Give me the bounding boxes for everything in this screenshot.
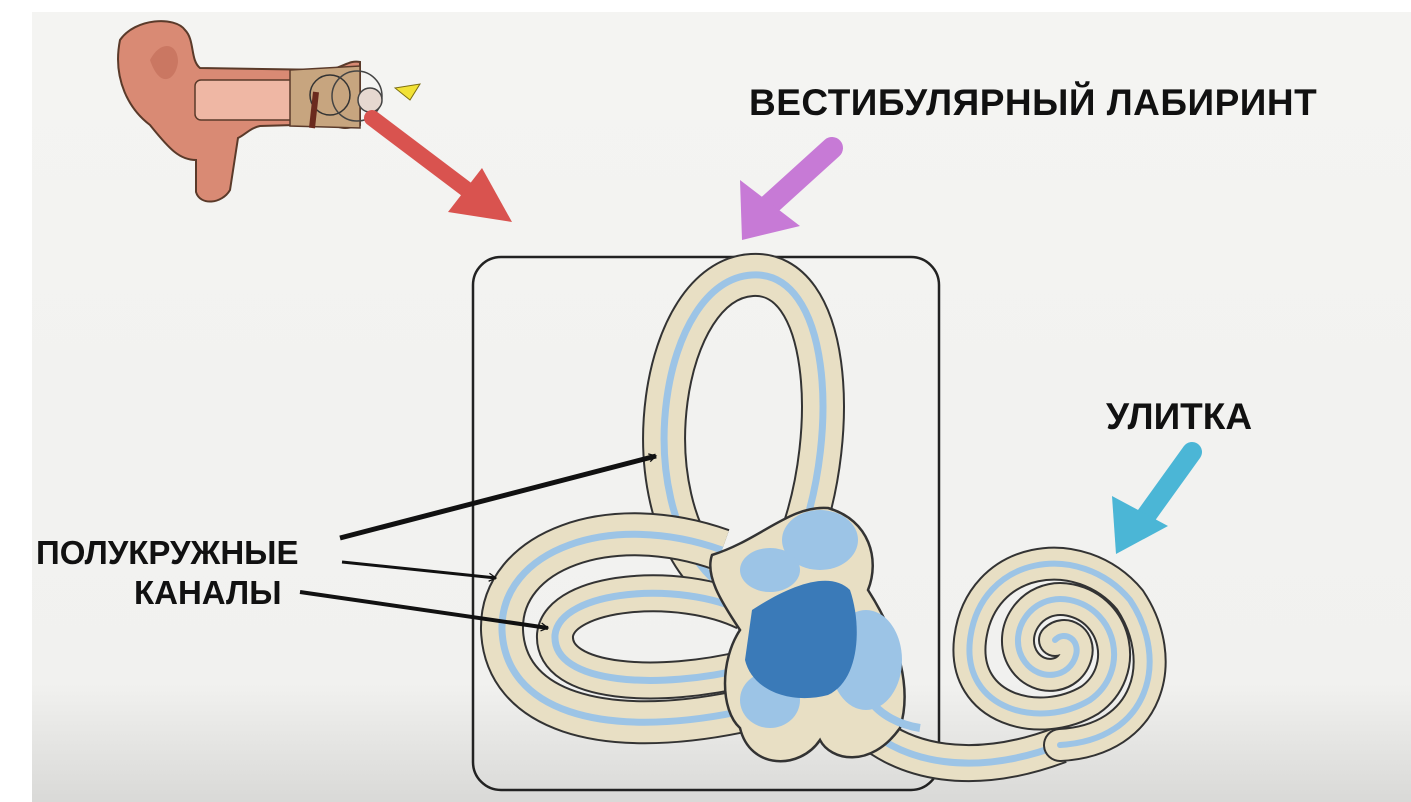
red-arrow [372,118,512,222]
cochlea-spiral [969,564,1149,745]
cochlea-label: УЛИТКА [1106,396,1252,438]
vestibular-labyrinth-label: ВЕСТИБУЛЯРНЫЙ ЛАБИРИНТ [749,82,1317,124]
purple-arrow [740,148,832,240]
semicircular-canals-label-line1: ПОЛУКРУЖНЫЕ [36,534,298,572]
semicircular-canals-label-line2: КАНАЛЫ [134,574,282,612]
cyan-arrow [1112,452,1192,554]
